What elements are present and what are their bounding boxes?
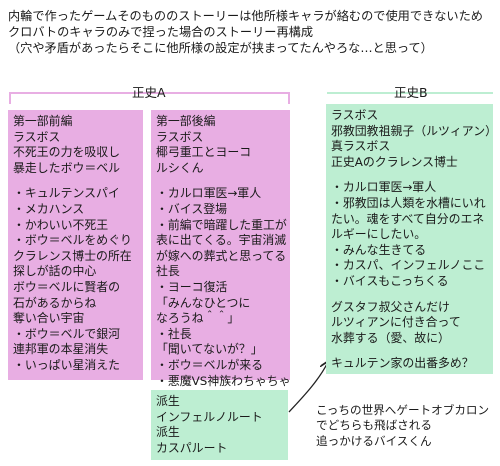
b-line: 正史Aのクラレンス博士 <box>331 154 458 169</box>
a1-line: ・メカハンス <box>13 201 85 216</box>
spacer <box>13 176 138 186</box>
a2-line: ・バイス登場 <box>156 201 227 216</box>
a1-line: 第一部前編 <box>13 114 73 128</box>
a1-line: 奪い合い宇宙 <box>13 311 85 326</box>
intro-line-3: （穴や矛盾があったらそこに他所様の設定が挟まってたんやろな…と思って） <box>8 41 433 55</box>
b-line: ・みんな生きてる <box>331 242 427 257</box>
spacer <box>156 176 285 186</box>
a2-line: ラスボス <box>156 129 204 144</box>
box-spinoff-routes: 派生 インフェルノルート 派生 カスパルート <box>151 390 288 460</box>
a1-line: ・ボウ＝ベルで銀河 <box>13 326 121 341</box>
bracket-a <box>9 92 290 104</box>
box-part1-second-half: 第一部後編 ラスボス 椰弓重工とヨーコ ルシくん ・カルロ軍医→軍人 ・バイス登… <box>151 110 291 388</box>
b-line: グスタフ叔父さんだけ <box>331 299 450 314</box>
a2-line: 表に出てくる。宇宙消滅 <box>156 233 287 248</box>
b-line: キュルテン家の出番多め？ <box>331 356 474 371</box>
a2-line: ・ヨーコ復活 <box>156 279 228 294</box>
a1-line: ・いっぱい星消えた <box>13 357 121 372</box>
box-canon-b: ラスボス 邪教団教祖親子（ルツィアン） 真ラスボス 正史Aのクラレンス博士 ・カ… <box>326 104 497 374</box>
box-part1-first-half: 第一部前編 ラスボス 不死王の力を吸収し 暴走したボウ＝ベル ・キュルテンスパイ… <box>8 110 143 380</box>
spin-line: 派生 <box>156 425 180 440</box>
bottom-note: こっちの世界へゲートオブカロン でどちらも飛ばされる 追っかけるバイスくん <box>316 403 489 449</box>
b-line: ラスボス <box>331 108 379 122</box>
a2-line: ・ボウ＝ベルが来る <box>156 357 264 372</box>
spin-line: カスパルート <box>156 440 228 455</box>
b-line: 水葬する（愛、故に） <box>331 330 450 345</box>
spacer <box>331 170 488 180</box>
b-line: ・バイスもこっちくる <box>331 273 449 288</box>
a1-line: ラスボス <box>13 129 61 144</box>
a2-line: 第一部後編 <box>156 114 216 128</box>
b-line: たい。魂をすべて自分のエネ <box>331 211 485 226</box>
a1-line: ・キュルテンスパイ <box>13 186 120 201</box>
intro-line-2: クロバトのキャラのみで捏った場合のストーリー再構成 <box>8 25 314 39</box>
header-b: 正史B <box>394 85 428 100</box>
a2-line: なろうね＾＾」 <box>156 311 240 326</box>
a2-line: ・カルロ軍医→軍人 <box>156 186 262 201</box>
a1-line: 探しが話の中心 <box>13 264 97 279</box>
b-line: ・邪教団は人類を水槽にいれ <box>331 195 486 210</box>
b-line: ・カスパ、インフェルノここ <box>331 258 486 273</box>
b-line: ルツィアンに付き合って <box>331 315 461 330</box>
a2-line: ・悪魔VS神族わちゃちゃ <box>156 373 291 388</box>
spin-line: インフェルノルート <box>156 409 263 424</box>
b-line: ・カルロ軍医→軍人 <box>331 180 437 195</box>
a2-line: 椰弓重工とヨーコ <box>156 145 252 160</box>
a1-line: 暴走したボウ＝ベル <box>13 160 121 175</box>
a1-line: 不死王の力を吸収し <box>13 145 121 160</box>
a2-line: ルシくん <box>156 160 204 175</box>
b-line: ルギーにしたい。 <box>331 227 427 242</box>
b-line: 真ラスボス <box>331 139 391 154</box>
a2-line: ・前編で暗躍した重工が <box>156 217 287 232</box>
a1-line: 石があるからね <box>13 295 97 310</box>
arrow-to-b <box>288 362 328 413</box>
intro-line-1: 内輪で作ったゲームそのもののストーリーは他所様キャラが絡むので使用できないため <box>8 9 483 23</box>
a2-line: ・社長 <box>156 326 192 341</box>
header-a: 正史A <box>132 85 166 100</box>
spin-line: 派生 <box>156 394 180 408</box>
note-line: こっちの世界へゲートオブカロン <box>316 403 490 417</box>
a2-line: が嫁への葬式と思ってる <box>156 248 287 263</box>
note-line: 追っかけるバイスくん <box>316 433 432 448</box>
a1-line: ・かわいい不死王 <box>13 217 109 232</box>
a1-line: ・ボウ＝ベルをめぐり <box>13 233 132 248</box>
note-line: でどちらも飛ばされる <box>316 418 432 433</box>
b-line: 邪教団教祖親子（ルツィアン） <box>331 123 497 138</box>
intro-text: 内輪で作ったゲームそのもののストーリーは他所様キャラが絡むので使用できないため … <box>8 8 498 56</box>
spacer <box>331 290 488 300</box>
a2-line: 「聞いてないが？」 <box>156 342 263 357</box>
spacer <box>331 346 488 356</box>
a1-line: 連邦軍の本星消失 <box>13 342 109 357</box>
a1-line: クラレンス博士の所在 <box>13 248 132 263</box>
a2-line: 社長 <box>156 264 180 279</box>
a2-line: 「みんなひとつに <box>156 295 251 310</box>
a1-line: ボウ＝ベルに賢者の <box>13 279 121 294</box>
